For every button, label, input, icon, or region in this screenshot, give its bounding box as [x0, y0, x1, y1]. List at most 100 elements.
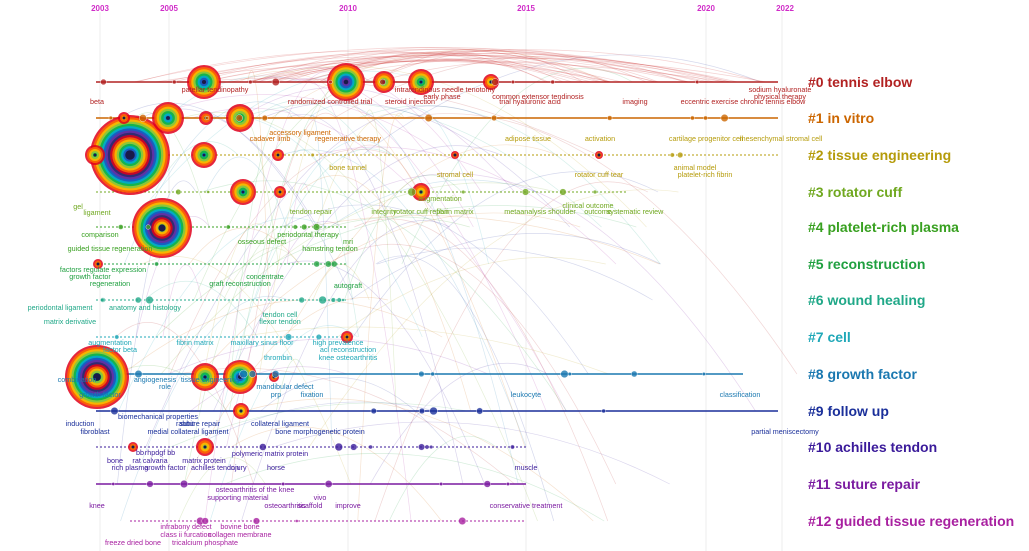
citation-node[interactable] [592, 189, 598, 195]
citation-node[interactable] [429, 445, 434, 450]
citation-node[interactable] [418, 408, 425, 415]
citation-node[interactable] [139, 114, 147, 122]
cluster-label-11[interactable]: #11 suture repair [808, 476, 921, 492]
citation-node[interactable] [100, 297, 105, 303]
citation-node[interactable] [439, 482, 444, 486]
citation-node[interactable] [259, 443, 267, 451]
citation-node[interactable] [313, 260, 320, 268]
citation-node[interactable] [261, 114, 268, 121]
citation-node[interactable] [430, 371, 435, 377]
cluster-label-2[interactable]: #2 tissue engineering [808, 147, 951, 163]
citation-node[interactable] [180, 480, 189, 489]
citation-node[interactable] [607, 115, 613, 121]
citation-node[interactable] [145, 296, 154, 305]
cluster-label-10[interactable]: #10 achilles tendon [808, 439, 937, 455]
citation-node[interactable] [510, 79, 515, 84]
citation-node[interactable] [491, 78, 499, 86]
citation-node[interactable] [334, 442, 343, 452]
citation-node[interactable] [506, 482, 510, 486]
citation-node[interactable] [701, 372, 706, 376]
citation-node[interactable] [225, 224, 231, 230]
citation-node[interactable] [85, 145, 105, 165]
citation-node[interactable] [272, 149, 284, 161]
citation-node[interactable] [550, 79, 555, 85]
citation-node[interactable] [330, 260, 338, 268]
citation-node[interactable] [201, 517, 209, 525]
citation-node[interactable] [295, 519, 299, 523]
citation-node[interactable] [191, 363, 219, 391]
citation-node[interactable] [118, 224, 124, 230]
citation-node[interactable] [152, 102, 184, 134]
citation-node[interactable] [175, 189, 182, 195]
citation-node[interactable] [429, 406, 438, 416]
citation-node[interactable] [601, 408, 606, 414]
citation-node[interactable] [424, 444, 430, 450]
citation-node[interactable] [271, 78, 280, 86]
cluster-label-7[interactable]: #7 cell [808, 329, 851, 345]
citation-node[interactable] [560, 370, 569, 379]
citation-node[interactable] [132, 198, 192, 258]
citation-node[interactable] [108, 115, 113, 121]
citation-node[interactable] [292, 224, 298, 230]
citation-node[interactable] [205, 115, 210, 120]
citation-node[interactable] [325, 260, 332, 268]
citation-node[interactable] [134, 370, 143, 378]
citation-node[interactable] [239, 369, 248, 379]
citation-node[interactable] [100, 78, 107, 86]
citation-node[interactable] [424, 114, 433, 122]
citation-node[interactable] [368, 444, 373, 450]
citation-node[interactable] [461, 189, 466, 194]
citation-node[interactable] [301, 223, 308, 230]
citation-node[interactable] [90, 115, 170, 195]
citation-node[interactable] [191, 142, 217, 168]
citation-node[interactable] [114, 334, 120, 340]
citation-node[interactable] [154, 261, 159, 267]
cluster-label-6[interactable]: #6 wound healing [808, 292, 925, 308]
citation-node[interactable] [341, 331, 353, 343]
cluster-label-4[interactable]: #4 platelet-rich plasma [808, 219, 959, 235]
citation-node[interactable] [522, 188, 530, 196]
cluster-label-0[interactable]: #0 tennis elbow [808, 74, 912, 90]
citation-node[interactable] [118, 112, 130, 124]
citation-node[interactable] [328, 79, 333, 85]
citation-node[interactable] [408, 69, 434, 95]
citation-node[interactable] [703, 115, 708, 121]
citation-node[interactable] [324, 480, 333, 488]
citation-node[interactable] [690, 115, 695, 121]
citation-node[interactable] [235, 114, 243, 122]
cluster-label-8[interactable]: #8 growth factor [808, 366, 917, 382]
citation-node[interactable] [65, 345, 129, 409]
citation-node[interactable] [233, 403, 249, 419]
citation-node[interactable] [318, 295, 327, 305]
citation-node[interactable] [559, 188, 567, 196]
citation-node[interactable] [310, 153, 315, 157]
citation-node[interactable] [196, 438, 214, 456]
citation-node[interactable] [312, 223, 321, 231]
citation-node[interactable] [418, 443, 425, 451]
citation-node[interactable] [631, 370, 638, 378]
citation-node[interactable] [248, 370, 257, 378]
citation-node[interactable] [412, 183, 430, 201]
citation-node[interactable] [206, 190, 210, 194]
citation-node[interactable] [336, 297, 342, 303]
citation-node[interactable] [146, 480, 154, 488]
citation-node[interactable] [172, 79, 177, 85]
citation-node[interactable] [669, 152, 675, 158]
citation-node[interactable] [93, 259, 103, 269]
citation-node[interactable] [510, 444, 515, 450]
citation-node[interactable] [330, 297, 336, 303]
cluster-label-9[interactable]: #9 follow up [808, 403, 889, 419]
citation-node[interactable] [223, 360, 257, 394]
citation-node[interactable] [458, 517, 467, 525]
citation-node[interactable] [350, 443, 358, 451]
citation-node[interactable] [111, 482, 116, 486]
citation-node[interactable] [476, 407, 484, 415]
citation-node[interactable] [327, 63, 365, 101]
citation-node[interactable] [230, 179, 256, 205]
citation-node[interactable] [720, 114, 729, 122]
citation-node[interactable] [281, 482, 286, 486]
citation-node[interactable] [252, 517, 260, 525]
citation-node[interactable] [483, 480, 491, 488]
citation-node[interactable] [187, 65, 221, 99]
cluster-label-3[interactable]: #3 rotator cuff [808, 184, 902, 200]
